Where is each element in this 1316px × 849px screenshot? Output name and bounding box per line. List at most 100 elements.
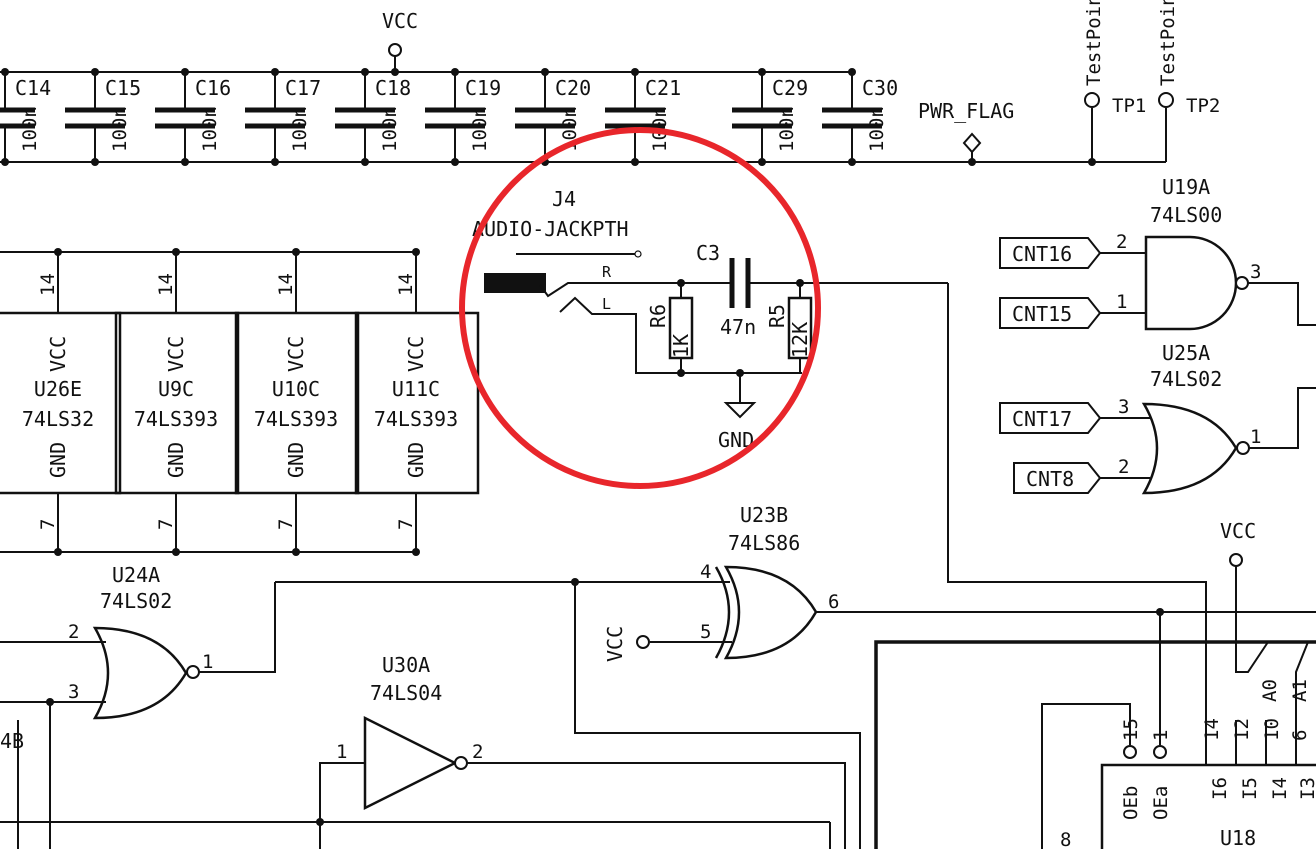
ic-u18: VCC 15 1 14 12 10 6 A0 A1 OEb OEa I6 I5 … <box>874 519 1316 849</box>
highlight-circle <box>459 127 821 489</box>
svg-text:74LS32: 74LS32 <box>22 407 94 431</box>
svg-text:U9C: U9C <box>158 377 194 401</box>
capacitor-ref: C30 <box>862 76 898 100</box>
svg-text:5: 5 <box>700 621 711 643</box>
vcc-label-top: VCC <box>382 9 418 33</box>
net-label-cnt16 <box>999 237 1102 269</box>
svg-text:4B: 4B <box>0 729 24 753</box>
decoupling-caps-section: VCC C14100nC15100nC16100nC17100nC18100nC… <box>0 0 1220 166</box>
gate-u30a: U30A 74LS04 2 1 <box>0 582 861 849</box>
audio-output-circuit: J4 AUDIO-JACKPTH R L C3 47n R6 1K R5 12K… <box>472 187 1207 720</box>
gate-u19a: U19A 74LS00 3 CNT16 2 CNT15 1 <box>999 175 1316 331</box>
jack-pin-r: R <box>602 263 612 281</box>
svg-text:74LS393: 74LS393 <box>374 407 458 431</box>
net-label-cnt8 <box>1013 462 1102 494</box>
svg-text:U26E: U26E <box>34 377 82 401</box>
svg-text:1: 1 <box>1150 730 1172 741</box>
svg-text:74LS00: 74LS00 <box>1150 203 1222 227</box>
capacitor-value: 100n <box>379 106 401 152</box>
svg-text:2: 2 <box>1116 231 1127 253</box>
svg-text:74LS04: 74LS04 <box>370 681 442 705</box>
svg-text:1: 1 <box>1250 426 1261 448</box>
capacitor-c14: C14 100n <box>0 68 51 166</box>
svg-text:GND: GND <box>284 442 308 478</box>
svg-text:TestPoint: TestPoint <box>1157 0 1179 86</box>
svg-text:14: 14 <box>37 273 59 296</box>
capacitor-ref: C17 <box>285 76 321 100</box>
svg-text:CNT8: CNT8 <box>1026 467 1074 491</box>
svg-text:VCC: VCC <box>404 336 428 372</box>
r6-ref: R6 <box>646 304 670 328</box>
svg-text:U18: U18 <box>1220 826 1256 849</box>
svg-text:14: 14 <box>275 273 297 296</box>
c3-value: 47n <box>720 315 756 339</box>
gate-u24a: U24A 74LS02 1 2 3 4B <box>0 563 276 849</box>
svg-text:15: 15 <box>1120 718 1142 741</box>
svg-text:1: 1 <box>202 651 213 673</box>
svg-text:CNT16: CNT16 <box>1012 242 1072 266</box>
svg-text:1: 1 <box>1116 291 1127 313</box>
c3-ref: C3 <box>696 241 720 265</box>
capacitor-value: 100n <box>109 106 131 152</box>
capacitor-ref: C29 <box>772 76 808 100</box>
svg-text:6: 6 <box>1289 730 1311 741</box>
svg-text:4: 4 <box>700 561 711 583</box>
r6-value: 1K <box>669 334 693 358</box>
capacitor-ref: C14 <box>15 76 51 100</box>
svg-text:3: 3 <box>1250 261 1261 283</box>
capacitor-ref: C18 <box>375 76 411 100</box>
svg-text:OEa: OEa <box>1150 786 1172 820</box>
svg-text:14: 14 <box>395 273 417 296</box>
svg-text:8: 8 <box>1060 829 1071 849</box>
svg-text:CNT17: CNT17 <box>1012 407 1072 431</box>
svg-text:7: 7 <box>395 519 417 530</box>
svg-text:74LS02: 74LS02 <box>100 589 172 613</box>
svg-text:GND: GND <box>46 442 70 478</box>
svg-text:OEb: OEb <box>1120 786 1142 820</box>
gate-u25a: U25A 74LS02 1 CNT17 3 CNT8 2 <box>999 341 1316 495</box>
svg-text:U24A: U24A <box>112 563 160 587</box>
svg-text:7: 7 <box>275 519 297 530</box>
svg-text:I6: I6 <box>1209 777 1231 800</box>
svg-text:74LS02: 74LS02 <box>1150 367 1222 391</box>
svg-text:74LS393: 74LS393 <box>254 407 338 431</box>
capacitor-value: 100n <box>19 106 41 152</box>
svg-text:I5: I5 <box>1239 777 1261 800</box>
svg-text:74LS86: 74LS86 <box>728 531 800 555</box>
r5-ref: R5 <box>765 304 789 328</box>
svg-text:U23B: U23B <box>740 503 788 527</box>
capacitor-c18: C18 100n <box>335 68 411 166</box>
svg-text:VCC: VCC <box>603 626 627 662</box>
svg-text:VCC: VCC <box>284 336 308 372</box>
svg-text:U25A: U25A <box>1162 341 1210 365</box>
svg-text:GND: GND <box>164 442 188 478</box>
svg-text:14: 14 <box>1201 718 1223 741</box>
r5-value: 12K <box>788 322 812 358</box>
jack-pin-l: L <box>602 295 611 313</box>
svg-text:2: 2 <box>1118 456 1129 478</box>
pwr-flag-label: PWR_FLAG <box>918 99 1014 123</box>
test-point-tp1: TP1 TestPoint <box>1083 0 1146 166</box>
net-label-cnt17 <box>999 402 1102 434</box>
svg-text:VCC: VCC <box>46 336 70 372</box>
svg-text:12: 12 <box>1231 718 1253 741</box>
audio-jack-body <box>484 273 546 293</box>
vcc-symbol-top <box>388 43 402 57</box>
capacitor-value: 100n <box>866 106 888 152</box>
capacitor-c30: C30 100n <box>822 68 898 166</box>
svg-text:CNT15: CNT15 <box>1012 302 1072 326</box>
svg-text:VCC: VCC <box>164 336 188 372</box>
capacitor-value: 100n <box>199 106 221 152</box>
jack-ref: J4 <box>552 187 576 211</box>
svg-text:I4: I4 <box>1269 777 1291 800</box>
svg-text:14: 14 <box>155 273 177 296</box>
svg-text:GND: GND <box>404 442 428 478</box>
capacitor-ref: C19 <box>465 76 501 100</box>
